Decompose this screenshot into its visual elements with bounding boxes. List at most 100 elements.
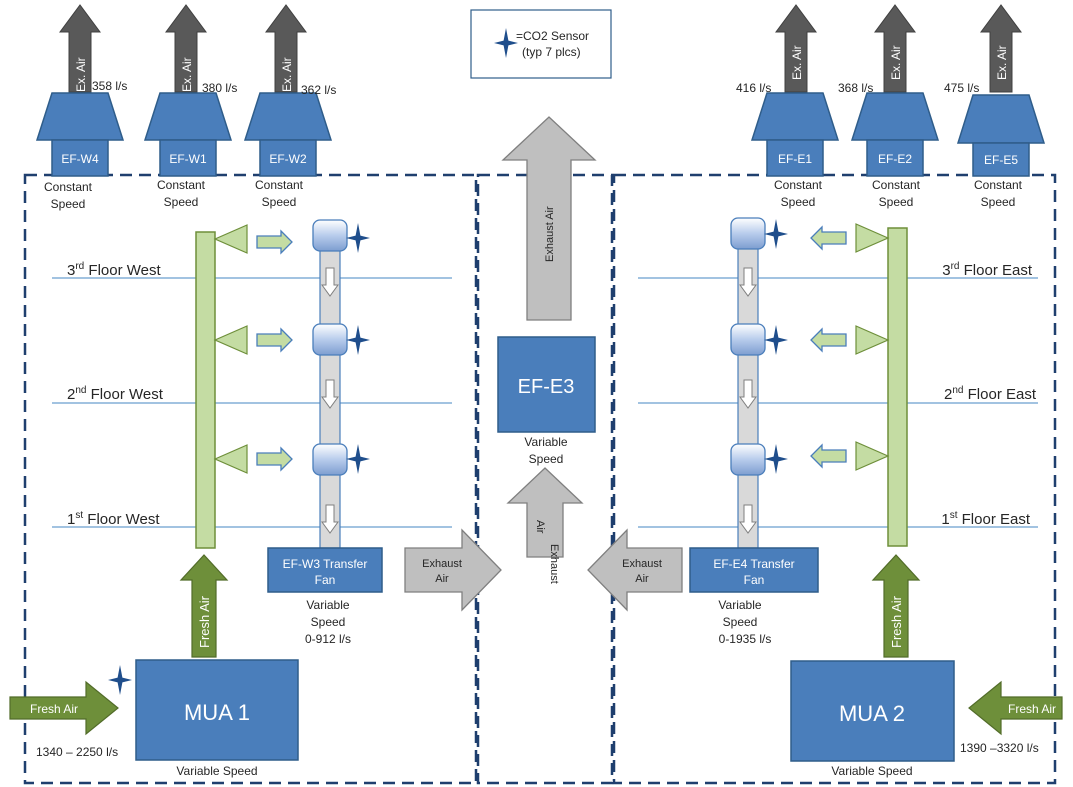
fan-note-1: Constant: [44, 180, 93, 194]
exhaust-arrow-label: Ex. Air: [790, 45, 804, 80]
fan-flow: 362 l/s: [301, 83, 336, 97]
west-flow-arrow-3: [256, 229, 293, 255]
fan-id: EF-E5: [984, 153, 1018, 167]
ef-e3-label: EF-E3: [518, 376, 575, 398]
roof-fan-ef-e1: Ex. Air EF-E1 416 l/s Constant Speed: [736, 4, 840, 209]
west-down-arrow-2: [321, 379, 339, 409]
floor-lines: [52, 277, 1038, 528]
ef-e3-note-2: Speed: [529, 452, 564, 466]
east-down-arrow-2: [739, 379, 757, 409]
floor-labels-east: 3rd Floor East 2nd Floor East 1st Floor …: [941, 261, 1036, 528]
co2-sensor-icon: [764, 219, 788, 249]
east-zone-boundary: [612, 173, 1057, 785]
co2-sensor-icon: [764, 444, 788, 474]
east-flow-arrow-2: [810, 327, 847, 353]
west-system: EF-W3 Transfer Fan Variable Speed 0-912 …: [9, 219, 502, 778]
floor-label-west-3: 3rd Floor West: [67, 261, 161, 279]
roof-fan-ef-w2: Ex. Air EF-W2 362 l/s Constant Speed: [243, 4, 336, 209]
west-zone-boundary: [23, 173, 478, 785]
east-exhaust-label-1: Exhaust: [622, 558, 662, 570]
west-diffuser-1: [213, 444, 248, 474]
legend: =CO2 Sensor (typ 7 plcs): [470, 9, 612, 79]
ef-w3-transfer-fan-box: [267, 547, 383, 593]
fan-note-2: Speed: [164, 195, 199, 209]
fan-id: EF-W4: [61, 152, 99, 166]
exhaust-arrow-label: Ex. Air: [74, 57, 88, 92]
east-down-arrow-1: [739, 267, 757, 297]
east-exhaust-label-2: Air: [635, 573, 649, 585]
east-fresh-flow: 1390 –3320 l/s: [960, 741, 1039, 755]
mua-1-label: MUA 1: [184, 700, 250, 725]
west-fresh-air-up-label: Fresh Air: [197, 595, 212, 648]
east-return-grille-2: [730, 323, 766, 356]
central-small-arrow-label-1: Exhaust: [548, 544, 560, 584]
east-return-grille-1: [730, 443, 766, 476]
west-down-arrow-1: [321, 267, 339, 297]
exhaust-up-arrow: [59, 4, 101, 93]
fan-id: EF-W2: [269, 152, 307, 166]
mua-1-note: Variable Speed: [176, 764, 257, 778]
east-diffuser-1: [855, 441, 890, 471]
ef-w3-note-1: Variable: [306, 598, 349, 612]
fan-note-1: Constant: [774, 178, 823, 192]
ef-w3-flow: 0-912 l/s: [305, 632, 351, 646]
central-exhaust-label: Exhaust Air: [544, 206, 556, 262]
floor-label-west-2: 2nd Floor West: [67, 385, 164, 403]
fan-flow: 380 l/s: [202, 81, 237, 95]
east-fresh-air-in-label: Fresh Air: [1008, 702, 1056, 716]
exhaust-up-arrow: [165, 4, 207, 93]
co2-sensor-icon: [494, 28, 518, 58]
ef-w3-note-2: Speed: [311, 615, 346, 629]
co2-sensor-icon: [764, 325, 788, 355]
west-return-grille-3: [312, 219, 348, 252]
east-diffuser-3: [855, 223, 890, 253]
east-down-arrow-3: [739, 504, 757, 534]
co2-sensor-icon: [346, 325, 370, 355]
east-fresh-air-up-label: Fresh Air: [889, 595, 904, 648]
exhaust-arrow-label: Ex. Air: [995, 45, 1009, 80]
fan-hood: [143, 92, 233, 141]
fan-note-1: Constant: [872, 178, 921, 192]
fan-note-1: Constant: [157, 178, 206, 192]
east-return-grille-3: [730, 217, 766, 250]
ef-e3-fan-box: [497, 336, 596, 433]
roof-exhaust-fans: Ex. Air EF-W4 358 l/s Constant Speed Ex.…: [35, 4, 1046, 211]
floor-label-east-1: 1st Floor East: [941, 510, 1030, 528]
mua-2-label: MUA 2: [839, 701, 905, 726]
fan-note-1: Constant: [255, 178, 304, 192]
east-flow-arrow-1: [810, 443, 847, 469]
fan-id: EF-E1: [778, 152, 812, 166]
west-exhaust-label-2: Air: [435, 573, 449, 585]
east-diffuser-2: [855, 325, 890, 355]
fan-note-2: Speed: [781, 195, 816, 209]
fan-id-box: [766, 139, 824, 177]
east-system: EF-E4 Transfer Fan Variable Speed 0-1935…: [587, 217, 1063, 778]
west-diffuser-2: [213, 325, 248, 355]
central-exhaust: Exhaust Air EF-E3 Variable Speed Exhaust…: [497, 116, 597, 584]
fan-note-1: Constant: [974, 178, 1023, 192]
west-diffuser-3: [213, 224, 248, 254]
west-fresh-air-in-arrow: [9, 680, 119, 736]
exhaust-up-arrow: [874, 4, 916, 93]
mua-2-note: Variable Speed: [831, 764, 912, 778]
west-fresh-flow: 1340 – 2250 l/s: [36, 745, 118, 759]
west-fresh-air-in-label: Fresh Air: [30, 702, 78, 716]
fan-id: EF-E2: [878, 152, 912, 166]
exhaust-up-arrow: [980, 4, 1022, 93]
east-supply-riser: [887, 227, 908, 547]
mua-1-box: [135, 659, 299, 761]
legend-line-2: (typ 7 plcs): [522, 45, 581, 59]
mua-2-box: [790, 660, 955, 762]
ef-e4-note-1: Variable: [718, 598, 761, 612]
east-flow-arrow-3: [810, 225, 847, 251]
ef-e4-note-2: Speed: [723, 615, 758, 629]
west-flow-arrow-2: [256, 327, 293, 353]
ef-e4-label-1: EF-E4 Transfer: [713, 557, 794, 571]
roof-fan-ef-e5: Ex. Air EF-E5 475 l/s Constant Speed: [944, 4, 1046, 209]
legend-box: [470, 9, 612, 79]
fan-flow: 368 l/s: [838, 81, 873, 95]
ef-e4-label-2: Fan: [744, 573, 765, 587]
fan-hood: [35, 92, 125, 141]
fan-flow: 475 l/s: [944, 81, 979, 95]
